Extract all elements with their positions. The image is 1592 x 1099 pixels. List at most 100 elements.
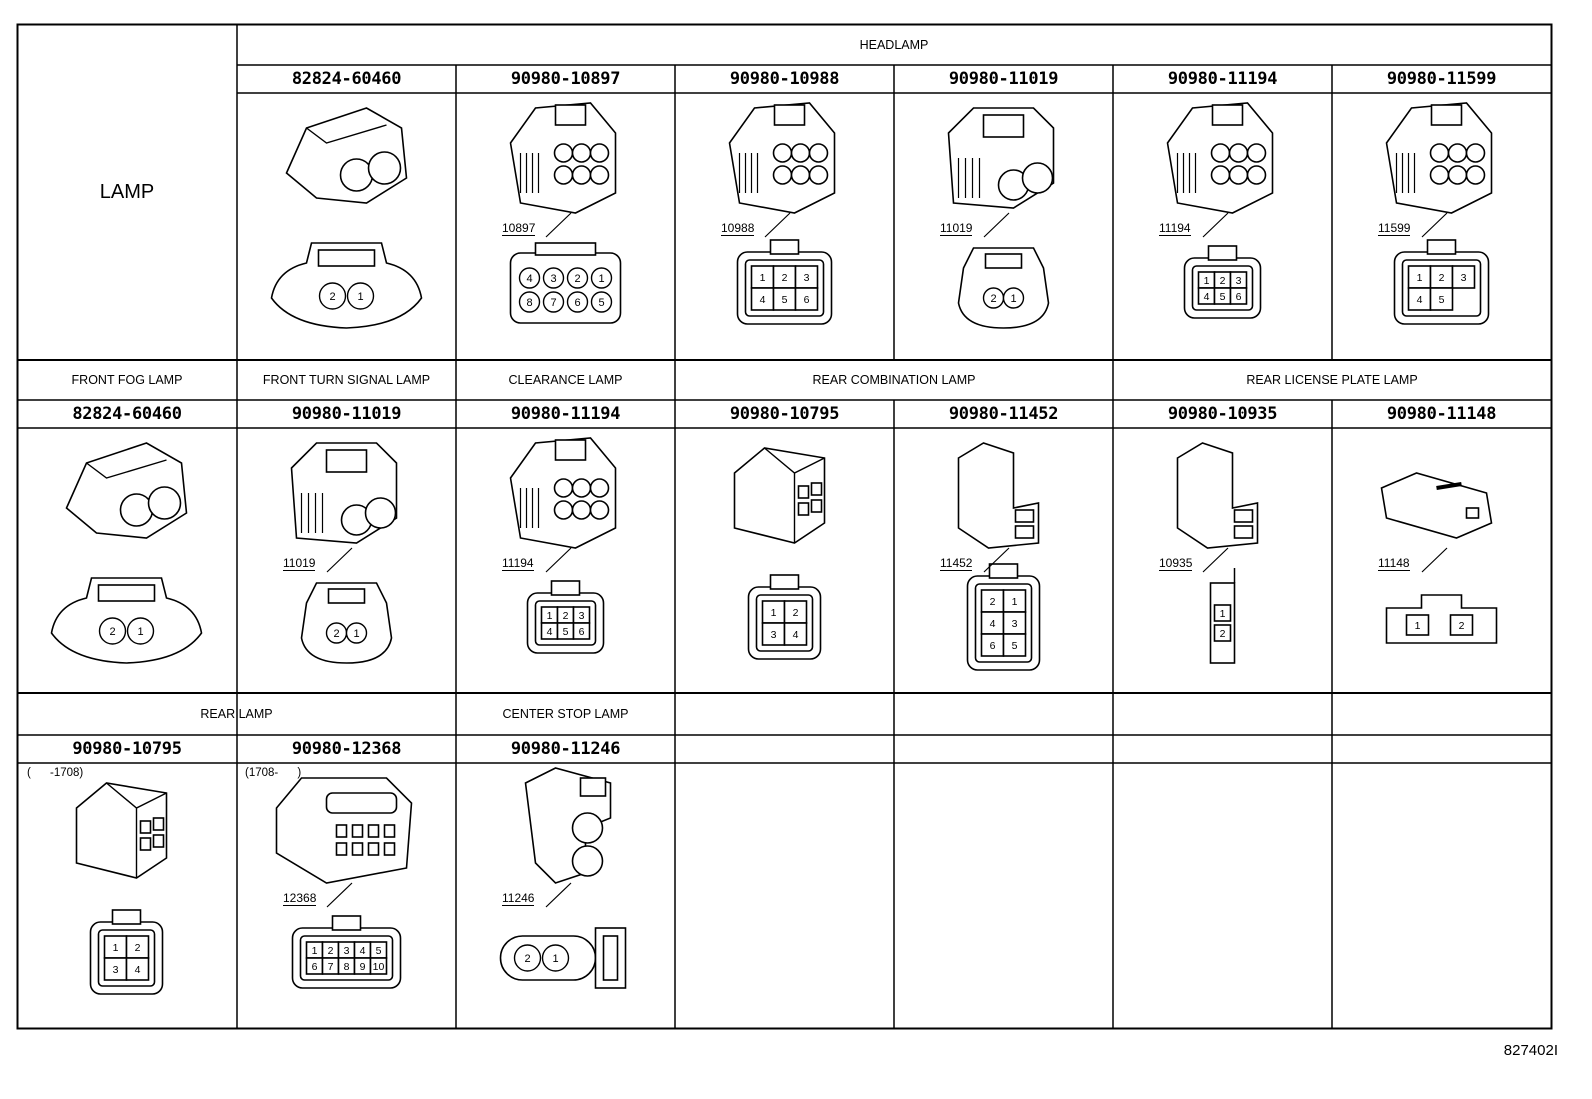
connector-isometric-view xyxy=(728,102,836,214)
connector-pin-face-view: 12 xyxy=(1209,568,1236,664)
part-number: 90980-10795 xyxy=(72,739,182,759)
callout-label: 10897 xyxy=(502,221,536,236)
part-number: 82824-60460 xyxy=(72,404,182,424)
svg-text:3: 3 xyxy=(579,610,585,622)
part-number: 90980-11194 xyxy=(1167,69,1278,89)
connector-isometric-view xyxy=(509,437,617,549)
part-number: 90980-10795 xyxy=(729,404,840,424)
svg-text:5: 5 xyxy=(1439,294,1445,306)
lamp-label: LAMP xyxy=(99,180,155,203)
part-number: 90980-10935 xyxy=(1167,404,1278,424)
svg-text:3: 3 xyxy=(344,945,350,957)
part-number: 90980-11148 xyxy=(1386,404,1497,424)
svg-text:8: 8 xyxy=(344,961,350,973)
connector-isometric-view xyxy=(75,782,168,879)
svg-text:4: 4 xyxy=(1417,294,1423,306)
svg-text:6: 6 xyxy=(579,626,585,638)
part-number: 90980-12368 xyxy=(291,739,402,759)
svg-text:6: 6 xyxy=(990,640,996,652)
svg-text:1: 1 xyxy=(1204,275,1210,287)
svg-text:2: 2 xyxy=(1459,620,1465,632)
date-range-note: ( -1708) xyxy=(27,767,84,779)
svg-text:1: 1 xyxy=(1012,596,1018,608)
connector-isometric-view xyxy=(733,447,826,544)
svg-text:3: 3 xyxy=(550,273,556,285)
svg-text:2: 2 xyxy=(328,945,334,957)
callout-label: 11599 xyxy=(1378,221,1411,236)
svg-text:4: 4 xyxy=(135,964,141,976)
svg-text:6: 6 xyxy=(1236,291,1242,303)
callout-label: 11148 xyxy=(1378,556,1410,571)
svg-text:1: 1 xyxy=(598,273,604,285)
svg-text:3: 3 xyxy=(1012,618,1018,630)
svg-text:3: 3 xyxy=(1236,275,1242,287)
section-center-stop-lamp: CENTER STOP LAMP xyxy=(502,707,629,721)
svg-text:2: 2 xyxy=(333,628,339,640)
section-rear-lamp: REAR LAMP xyxy=(200,707,273,721)
part-number: 90980-11019 xyxy=(291,404,402,424)
svg-text:2: 2 xyxy=(329,291,335,303)
connector-isometric-view xyxy=(1176,442,1259,549)
svg-text:10: 10 xyxy=(373,961,385,973)
callout-label: 11246 xyxy=(502,891,535,906)
svg-text:1: 1 xyxy=(353,628,359,640)
svg-text:2: 2 xyxy=(135,942,141,954)
section-clearance-lamp: CLEARANCE LAMP xyxy=(508,373,623,387)
svg-text:1: 1 xyxy=(771,607,777,619)
svg-text:3: 3 xyxy=(771,629,777,641)
callout-label: 11194 xyxy=(502,556,534,571)
part-number: 90980-10988 xyxy=(729,69,840,89)
section-front-fog-lamp: FRONT FOG LAMP xyxy=(71,373,183,387)
svg-text:6: 6 xyxy=(574,297,580,309)
svg-text:8: 8 xyxy=(526,297,532,309)
diagram-code: 827402I xyxy=(1503,1042,1558,1059)
connector-isometric-view xyxy=(509,102,617,214)
part-number: 90980-11599 xyxy=(1386,69,1497,89)
connector-isometric-view xyxy=(524,767,612,884)
svg-text:1: 1 xyxy=(1010,293,1016,305)
svg-text:2: 2 xyxy=(990,596,996,608)
svg-text:2: 2 xyxy=(793,607,799,619)
svg-text:4: 4 xyxy=(360,945,366,957)
callout-label: 11452 xyxy=(940,556,973,571)
svg-text:5: 5 xyxy=(1012,640,1018,652)
svg-text:4: 4 xyxy=(526,273,532,285)
svg-text:1: 1 xyxy=(547,610,553,622)
svg-text:1: 1 xyxy=(312,945,318,957)
svg-text:3: 3 xyxy=(804,272,810,284)
callout-label: 10935 xyxy=(1159,556,1193,571)
svg-text:2: 2 xyxy=(563,610,569,622)
svg-text:2: 2 xyxy=(990,293,996,305)
svg-text:2: 2 xyxy=(782,272,788,284)
svg-text:2: 2 xyxy=(109,626,115,638)
callout-label: 12368 xyxy=(283,891,317,906)
svg-text:9: 9 xyxy=(360,961,366,973)
part-number: 90980-10897 xyxy=(510,69,621,89)
connector-isometric-view xyxy=(947,107,1055,209)
svg-text:4: 4 xyxy=(547,626,553,638)
part-number: 90980-11246 xyxy=(510,739,621,759)
connector-isometric-view xyxy=(290,442,398,544)
